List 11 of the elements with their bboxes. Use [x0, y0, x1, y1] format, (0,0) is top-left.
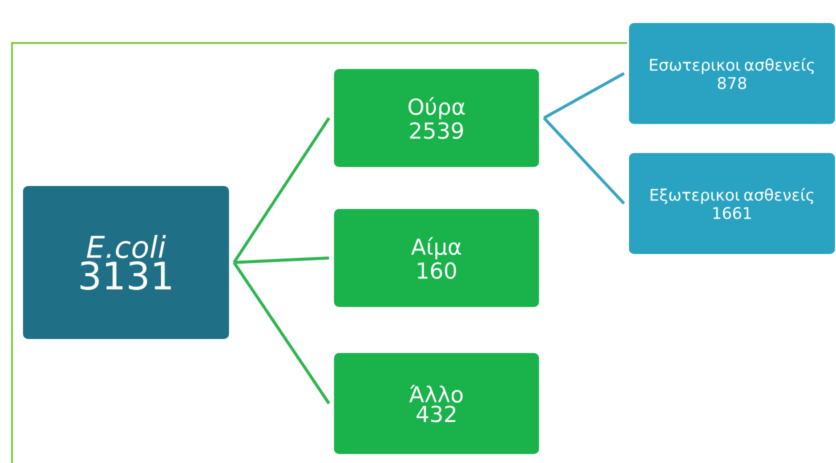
connector-line: [232, 117, 330, 264]
connector-line: [234, 256, 330, 264]
category-box: Ούρα 2539: [332, 67, 541, 169]
subcategory-box: Εξωτερικοι ασθενείς 1661: [627, 151, 836, 256]
root-box: E.coli 3131: [21, 184, 231, 341]
category-box: Άλλο 432: [332, 350, 541, 456]
subcategory-box: Εσωτερικοι ασθενείς 878: [627, 21, 836, 126]
category-box: Αίμα 160: [332, 207, 541, 309]
connector-line: [232, 262, 330, 404]
connector-line: [543, 72, 625, 120]
connector-line: [542, 116, 626, 205]
